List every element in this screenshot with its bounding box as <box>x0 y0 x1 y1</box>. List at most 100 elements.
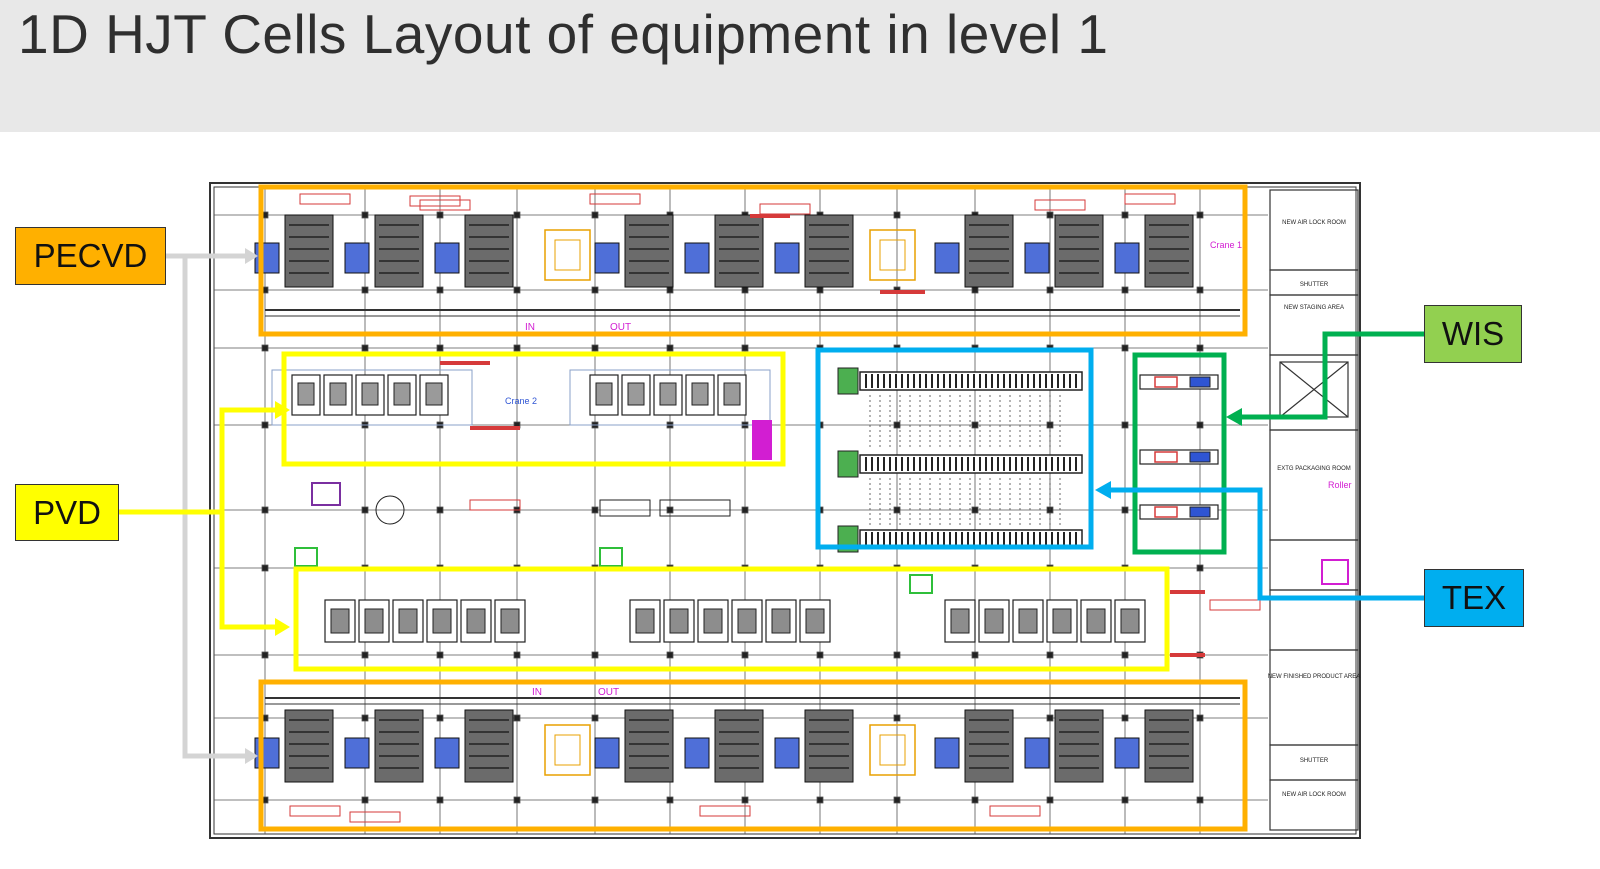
tex-zone <box>815 347 1094 550</box>
pecvd-arrowhead-top <box>245 248 258 264</box>
pvd-machine-cell-top <box>419 374 449 416</box>
grid-column-node <box>741 651 749 659</box>
grid-column-node <box>741 344 749 352</box>
grid-column-node <box>1196 714 1204 722</box>
wis-station-red <box>1154 506 1178 518</box>
pecvd-module-bottom <box>624 709 674 783</box>
red-annotation-tag <box>419 199 471 211</box>
grid-column-node <box>436 506 444 514</box>
red-annotation-tag <box>989 805 1041 817</box>
grid-column-node <box>816 796 824 804</box>
grid-column-node <box>361 344 369 352</box>
grid-column-node <box>741 286 749 294</box>
pvd-machine-core <box>703 608 723 634</box>
grid-column-node <box>1121 714 1129 722</box>
pecvd-module-top <box>624 214 674 288</box>
tex-loader <box>837 450 859 478</box>
pvd-machine-core <box>432 608 452 634</box>
pvd-machine-cell-bottom <box>944 599 976 643</box>
grid-column-node <box>666 344 674 352</box>
grid-column-node <box>591 506 599 514</box>
grid-column-node <box>971 651 979 659</box>
grid-column-node <box>1121 344 1129 352</box>
grid-column-node <box>1121 421 1129 429</box>
pecvd-loadlock-top <box>1114 242 1140 274</box>
grid-column-node <box>893 796 901 804</box>
pvd-machine-core <box>425 382 443 406</box>
misc-purple-unit <box>311 482 341 506</box>
pecvd-callout: PECVD <box>15 227 166 285</box>
pecvd-crane-area-top <box>544 229 591 281</box>
grid-column-node <box>591 211 599 219</box>
misc-circle <box>375 495 405 525</box>
room-label-shutter-top: SHUTTER <box>1300 282 1329 288</box>
pvd-zone-bottom <box>293 566 1170 672</box>
grid-column-node <box>1196 344 1204 352</box>
pecvd-crane-area-inner <box>554 734 581 766</box>
equipment-layer <box>254 193 1261 823</box>
grid-column-node <box>1046 286 1054 294</box>
pvd-machine-outline <box>271 369 473 426</box>
grid-column-node <box>1046 651 1054 659</box>
pvd-machine-core <box>984 608 1004 634</box>
grid-column-node <box>1196 564 1204 572</box>
grid-column-node <box>361 211 369 219</box>
pvd-machine-core <box>595 382 613 406</box>
red-annotation-tag <box>1034 199 1086 211</box>
red-annotation-tag <box>699 805 751 817</box>
pecvd-loadlock-top <box>344 242 370 274</box>
grid-column-node <box>361 651 369 659</box>
grid-column-node <box>361 286 369 294</box>
pecvd-loadlock-bottom <box>1024 737 1050 769</box>
grid-column-node <box>1196 796 1204 804</box>
grid-column-node <box>361 714 369 722</box>
grid-column-node <box>591 344 599 352</box>
grid-column-node <box>666 651 674 659</box>
room-label-staging: NEW STAGING AREA <box>1284 305 1344 311</box>
wis-station-blue <box>1189 506 1211 518</box>
pvd-machine-core <box>805 608 825 634</box>
pvd-machine-core <box>329 382 347 406</box>
pecvd-module-top <box>804 214 854 288</box>
pvd-machine-core <box>297 382 315 406</box>
pecvd-loadlock-bottom <box>1114 737 1140 769</box>
grid-column-node <box>436 651 444 659</box>
pecvd-module-bottom <box>964 709 1014 783</box>
pvd-arrow-bottom <box>219 512 275 630</box>
pvd-machine-core <box>723 382 741 406</box>
grid-column-node <box>666 286 674 294</box>
pvd-machine-outline <box>569 369 771 426</box>
grid-column-node <box>261 564 269 572</box>
in-label-bottom: IN <box>532 687 542 698</box>
grid-column-node <box>1121 796 1129 804</box>
pecvd-loadlock-bottom <box>774 737 800 769</box>
pecvd-crane-area-inner <box>879 734 906 766</box>
room-label-air-lock-bottom: NEW AIR LOCK ROOM <box>1282 792 1346 798</box>
pecvd-module-bottom <box>374 709 424 783</box>
wis-zone <box>1132 352 1227 555</box>
grid-column-node <box>436 211 444 219</box>
pvd-machine-core <box>466 608 486 634</box>
crane-2-label: Crane 2 <box>505 396 537 406</box>
pvd-machine-cell-top <box>717 374 747 416</box>
pvd-machine-core <box>635 608 655 634</box>
grid-column-node <box>971 796 979 804</box>
pvd-arrow-top <box>219 407 275 512</box>
grid-column-node <box>436 286 444 294</box>
page-title: 1D HJT Cells Layout of equipment in leve… <box>18 3 1109 65</box>
grid-column-node <box>591 714 599 722</box>
grid-column-node <box>666 796 674 804</box>
room-label-air-lock-top: NEW AIR LOCK ROOM <box>1282 220 1346 226</box>
pecvd-module-top <box>284 214 334 288</box>
grid-column-node <box>816 651 824 659</box>
pecvd-callout-text: PECVD <box>33 237 148 274</box>
grid-column-node <box>591 796 599 804</box>
pecvd-crane-area-top <box>869 229 916 281</box>
misc-unit <box>599 499 651 517</box>
tex-wet-bench <box>859 371 1083 391</box>
grid-column-node <box>1196 211 1204 219</box>
grid-column-node <box>971 421 979 429</box>
callout-connectors <box>118 248 1424 764</box>
pecvd-module-top <box>464 214 514 288</box>
pecvd-crane-area-bottom <box>544 724 591 776</box>
